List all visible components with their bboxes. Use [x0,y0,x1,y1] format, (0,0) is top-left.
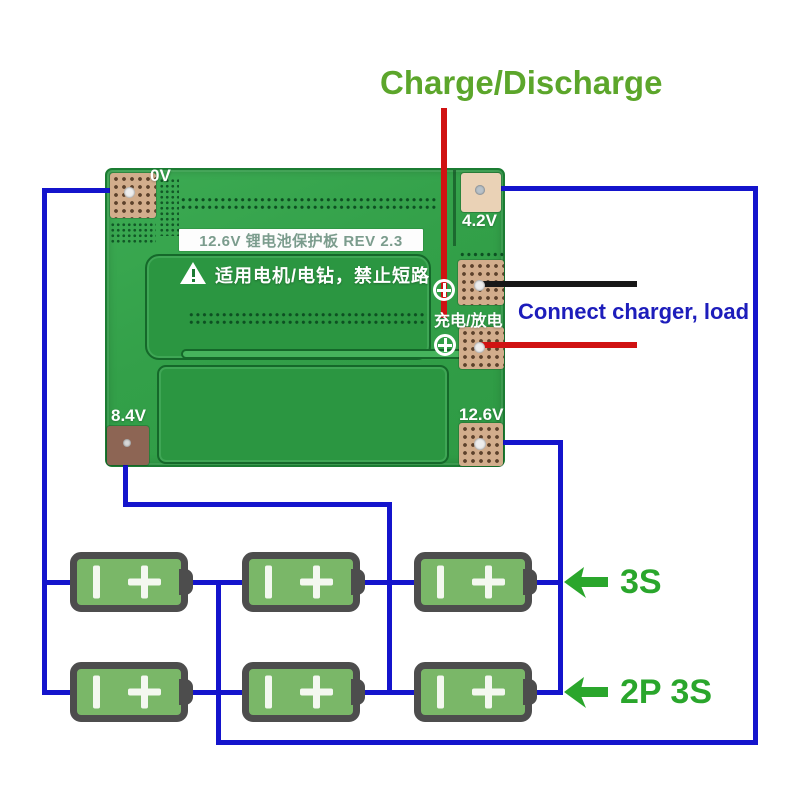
circle-plus-icon [433,279,455,301]
battery-minus-icon [437,565,444,599]
pad-p-plus [459,327,504,369]
battery-cell-1 [70,552,193,612]
wire-8v4-vertical [123,441,128,507]
wire-12v6-horizontal [478,440,563,445]
board-lower-routed-region [157,365,449,464]
battery-plus-icon [472,565,505,599]
board-holes-right-0v [159,178,179,236]
battery-positive-terminal [523,569,537,595]
wire-8v4-horizontal [123,502,392,507]
battery-cell-2 [242,552,365,612]
battery-plus-icon [300,565,333,599]
board-top-hole-row [179,195,437,210]
board-isolation-slot [181,349,477,359]
p-plus-lead-line [479,342,637,348]
wire-row2-link2 [361,690,419,695]
wire-row1-link2 [361,580,419,585]
board-holes-above-pminus [458,249,504,257]
wire-bottom-return [216,740,758,745]
battery-positive-terminal [179,679,193,705]
wire-row1-left-stub [42,580,75,585]
wire-row2-left-stub [42,690,75,695]
wire-junction-cell2-cell3 [387,502,392,695]
pack-3s-label: 3S [620,563,662,601]
pad-8v4-hole [123,439,131,447]
battery-plus-icon [128,565,161,599]
pad-label-12v6: 12.6V [459,405,504,424]
battery-cell-3 [414,552,537,612]
pad-4v2-hole [475,185,485,195]
battery-positive-terminal [179,569,193,595]
wire-row1-link1 [191,580,248,585]
board-holes-below-0v [110,222,156,244]
battery-minus-icon [437,675,444,709]
pad-0v-hole [124,187,135,198]
left-arrow-icon [564,677,608,708]
battery-positive-terminal [351,569,365,595]
charge-discharge-label: Charge/Discharge [380,64,663,101]
pad-label-4v2: 4.2V [462,211,497,230]
board-warning-text: 适用电机/电钻，禁止短路 [215,266,430,286]
wire-12v6-vertical [558,440,563,695]
wire-junction-cell1-cell2 [216,580,221,745]
battery-cell-5 [242,662,365,722]
pad-p-minus-hole [474,280,485,291]
wire-row2-link1 [191,690,248,695]
battery-plus-icon [128,675,161,709]
board-middle-hole-row [187,310,427,325]
wire-right-bus [753,186,758,745]
pad-12v6-hole [474,438,486,450]
pad-label-0v: 0V [150,166,171,185]
board-corner-groove [453,170,456,246]
wire-row1-plus-stub [535,580,563,585]
board-title-box: 12.6V 锂电池保护板 REV 2.3 [179,229,423,251]
battery-plus-icon [300,675,333,709]
battery-cell-4 [70,662,193,722]
left-arrow-icon [564,567,608,598]
battery-minus-icon [265,565,272,599]
battery-minus-icon [265,675,272,709]
connect-charger-load-label: Connect charger, load [518,299,750,324]
battery-positive-terminal [351,679,365,705]
circle-plus-icon [434,334,456,356]
pack-2p3s-label: 2P 3S [620,673,713,711]
wire-left-bus [42,188,47,695]
pad-label-8v4: 8.4V [111,406,146,425]
charge-discharge-cn-label: 充电/放电 [434,313,503,330]
wire-0v-horizontal [42,188,130,193]
battery-positive-terminal [523,679,537,705]
charge-discharge-pointer-line [441,108,447,318]
battery-minus-icon [93,565,100,599]
battery-plus-icon [472,675,505,709]
p-minus-lead-line [479,281,637,287]
battery-minus-icon [93,675,100,709]
wire-4v2-horizontal [478,186,758,191]
wire-row2-plus-stub [535,690,563,695]
battery-cell-6 [414,662,537,722]
pad-p-plus-hole [474,342,485,353]
board-title-text: 12.6V 锂电池保护板 REV 2.3 [199,232,403,250]
bms-board: 0V 4.2V 8.4V 12.6V 充电/放电 12.6V 锂电池保护板 RE… [105,166,505,467]
